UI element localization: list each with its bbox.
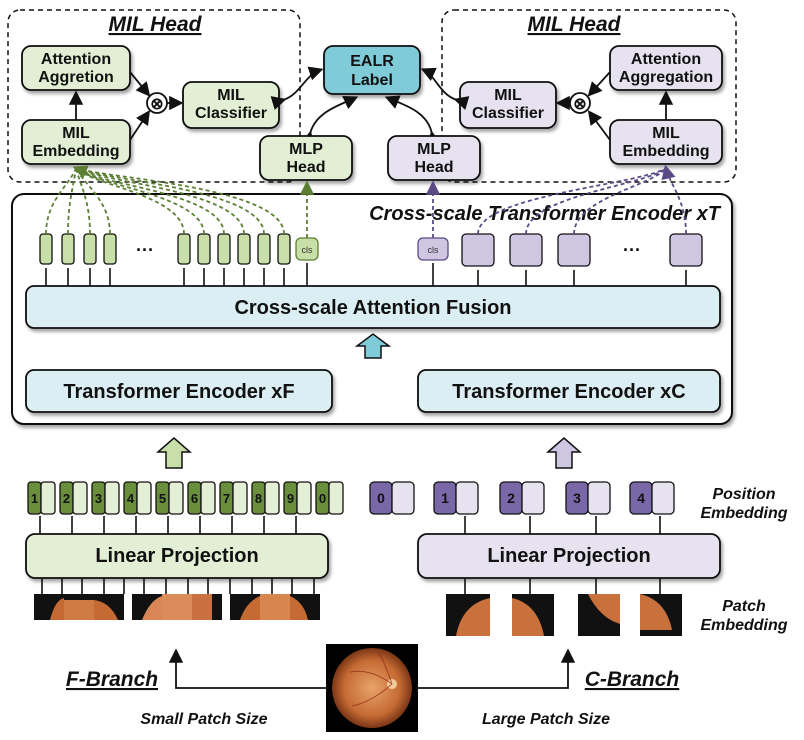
- f-token-to-mil-links: [45, 165, 315, 238]
- f-position-token-number: 4: [127, 491, 135, 506]
- f-position-token-number: 3: [95, 491, 102, 506]
- mil-head-right: MIL Head Attention Aggregation MIL Embed…: [441, 9, 737, 183]
- embedding-left-line1: MIL: [62, 125, 90, 142]
- f-position-token: 2: [59, 481, 88, 515]
- linear-projection-f: [25, 533, 329, 579]
- mlp-right-line2: Head: [414, 159, 453, 176]
- transformer-encoder-f: [25, 369, 333, 413]
- c-position-token-number: 0: [377, 490, 385, 506]
- position-label-line2: Embedding: [700, 505, 787, 522]
- cross-scale-encoder: Cross-scale Transformer Encoder xT Cross…: [11, 193, 733, 425]
- c-position-token: 2: [499, 481, 545, 515]
- f-position-token: 3: [91, 481, 120, 515]
- mlp-left-line2: Head: [286, 159, 325, 176]
- linear-projection-c-label: Linear Projection: [487, 545, 650, 567]
- mlp-head-left-box: [259, 135, 353, 181]
- f-position-token-number: 6: [191, 491, 198, 506]
- c-position-token: 4: [629, 481, 675, 515]
- multiply-left-symbol: ⊗: [150, 96, 163, 113]
- cls-token-f-label: cls: [302, 245, 313, 255]
- c-position-token: 1: [433, 481, 479, 515]
- ellipsis-right: ···: [623, 240, 641, 260]
- attention-aggregation-left-box: [21, 45, 131, 91]
- ealr-line2: Label: [351, 72, 393, 89]
- c-position-token: 0: [369, 481, 415, 515]
- fundus-disc: [332, 648, 412, 728]
- f-position-token: 9: [283, 481, 312, 515]
- mlp-left-line1: MLP: [289, 141, 323, 158]
- attention-left-line1: Attention: [41, 51, 111, 68]
- attention-right-line2: Aggregation: [619, 69, 713, 86]
- f-position-token-number: 1: [31, 491, 38, 506]
- classifier-right-line2: Classifier: [472, 105, 544, 122]
- fusion-up-arrow-icon: [354, 333, 392, 359]
- fusion-label: Cross-scale Attention Fusion: [234, 297, 511, 319]
- f-up-arrow-icon: [156, 437, 192, 469]
- transformer-encoder-c: [417, 369, 721, 413]
- f-position-token-number: 5: [159, 491, 166, 506]
- encoder-title: Cross-scale Transformer Encoder xT: [369, 203, 722, 225]
- cls-token-c-label: cls: [428, 245, 439, 255]
- c-position-tokens: 0 1 2 3 4: [369, 481, 675, 515]
- mlp-head-left: MLP Head: [259, 135, 353, 181]
- mil-head-left: MIL Head Attention Aggretion MIL Embeddi…: [7, 9, 301, 183]
- attention-aggregation-right-box: [609, 45, 723, 91]
- cross-scale-attention-fusion: [25, 285, 721, 329]
- f-position-token-number: 8: [255, 491, 262, 506]
- linear-projection-c: [417, 533, 721, 579]
- position-label-line1: Position: [712, 486, 775, 503]
- mlp-head-right: MLP Head: [387, 135, 481, 181]
- ellipsis-left: ···: [136, 240, 154, 260]
- classifier-left-line2: Classifier: [195, 105, 267, 122]
- c-position-token-number: 3: [573, 490, 581, 506]
- c-position-token: 3: [565, 481, 611, 515]
- c-patch-images: [446, 578, 682, 636]
- embedding-right-line2: Embedding: [622, 143, 709, 160]
- f-position-token: 5: [155, 481, 184, 515]
- ealr-label: EALR Label: [323, 45, 421, 95]
- f-patch-images: [34, 578, 320, 620]
- f-position-token-number: 7: [223, 491, 230, 506]
- ealr-label-box: [323, 45, 421, 95]
- patch-label-line1: Patch: [722, 598, 766, 615]
- encoder-f-label: Transformer Encoder xF: [63, 381, 294, 403]
- c-token-to-mil-links: [425, 164, 687, 238]
- f-position-token: 6: [187, 481, 216, 515]
- linear-projection-f-label: Linear Projection: [95, 545, 258, 567]
- c-output-tokens: [461, 233, 703, 286]
- f-position-token: 0: [315, 481, 344, 515]
- f-position-token: 1: [27, 481, 56, 515]
- ealr-line1: EALR: [350, 53, 394, 70]
- f-position-token-number: 2: [63, 491, 70, 506]
- classifier-right-line1: MIL: [494, 87, 522, 104]
- classifier-left-line1: MIL: [217, 87, 245, 104]
- mlp-head-right-box: [387, 135, 481, 181]
- f-branch-label: F-Branch: [66, 668, 158, 691]
- c-up-arrow-icon: [546, 437, 582, 469]
- mil-head-left-title: MIL Head: [109, 13, 203, 36]
- f-position-token: 4: [123, 481, 152, 515]
- mil-head-right-title: MIL Head: [528, 13, 622, 36]
- attention-right-line1: Attention: [631, 51, 701, 68]
- c-position-token-number: 1: [441, 490, 449, 506]
- f-output-tokens: [39, 233, 291, 286]
- patch-label-line2: Embedding: [700, 617, 787, 634]
- f-position-token-number: 9: [287, 491, 294, 506]
- embedding-right-line1: MIL: [652, 125, 680, 142]
- embedding-left-line2: Embedding: [32, 143, 119, 160]
- c-position-token-number: 4: [637, 490, 645, 506]
- large-patch-label: Large Patch Size: [482, 711, 610, 728]
- mlp-right-line1: MLP: [417, 141, 451, 158]
- encoder-c-label: Transformer Encoder xC: [452, 381, 685, 403]
- small-patch-label: Small Patch Size: [140, 711, 267, 728]
- f-position-token: 7: [219, 481, 248, 515]
- c-position-token-number: 2: [507, 490, 515, 506]
- f-position-token-number: 0: [319, 491, 326, 506]
- c-branch-label: C-Branch: [585, 668, 680, 691]
- f-position-token: 8: [251, 481, 280, 515]
- f-position-tokens: 1 2 3 4 5 6 7 8 9 0: [27, 481, 344, 515]
- attention-left-line2: Aggretion: [38, 69, 114, 86]
- multiply-right-symbol: ⊗: [573, 96, 586, 113]
